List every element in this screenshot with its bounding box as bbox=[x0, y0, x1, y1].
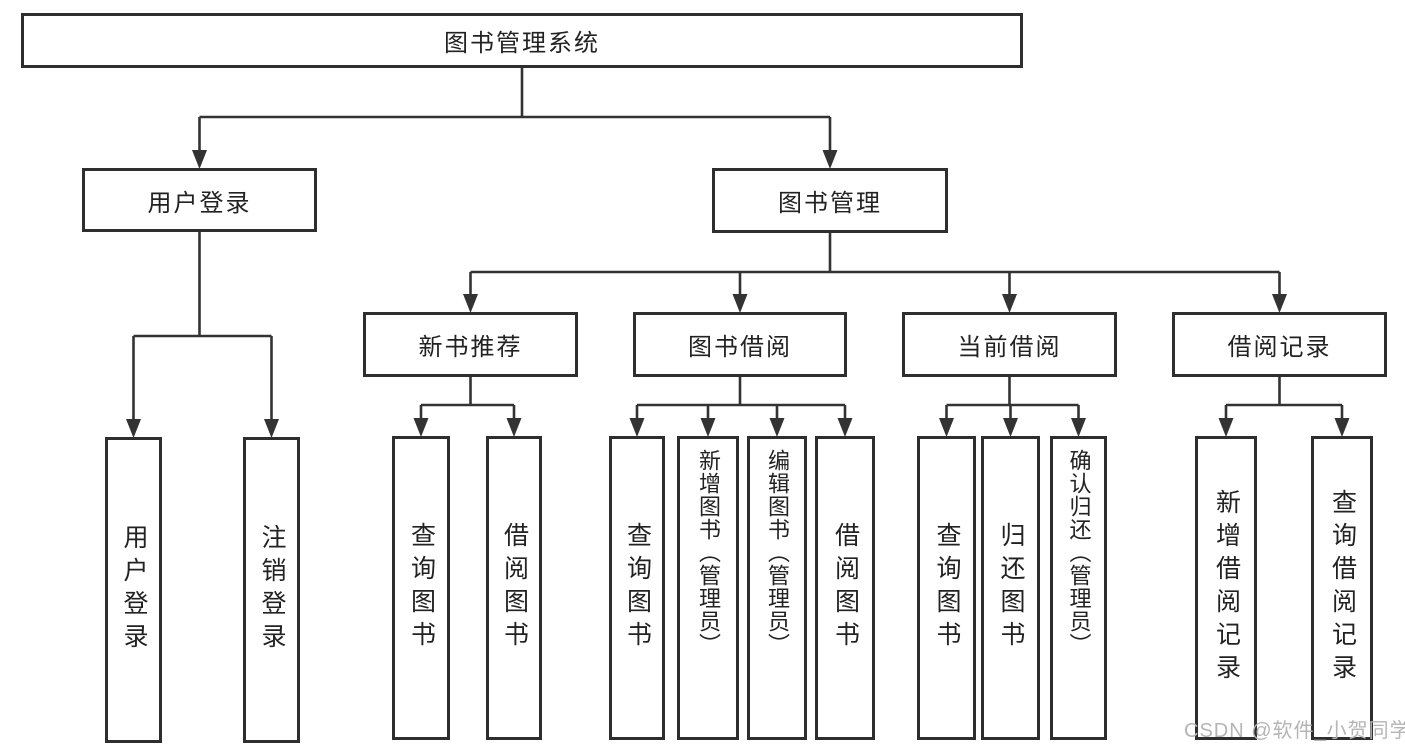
leaf-borrowing-add-books-admin: 新增图书（管理员） bbox=[677, 436, 739, 740]
leaf-user-login: 用户登录 bbox=[105, 437, 162, 743]
node-book-management: 图书管理 bbox=[712, 168, 948, 233]
arrowheads bbox=[126, 150, 1350, 438]
connector-paths bbox=[132, 68, 1344, 420]
leaf-current-return-books: 归还图书 bbox=[981, 436, 1040, 740]
node-user-login: 用户登录 bbox=[82, 168, 317, 232]
leaf-records-query-record: 查询借阅记录 bbox=[1311, 436, 1373, 740]
node-current-borrowing: 当前借阅 bbox=[902, 312, 1117, 377]
leaf-borrowing-edit-books-admin: 编辑图书（管理员） bbox=[747, 436, 807, 740]
leaf-borrowing-borrow-books: 借阅图书 bbox=[815, 436, 875, 740]
leaf-recommend-query-books: 查询图书 bbox=[392, 436, 450, 740]
leaf-recommend-borrow-books: 借阅图书 bbox=[486, 436, 542, 740]
node-borrowing-records: 借阅记录 bbox=[1172, 312, 1387, 377]
leaf-current-query-books: 查询图书 bbox=[917, 436, 976, 740]
leaf-borrowing-query-books: 查询图书 bbox=[609, 436, 665, 740]
leaf-logout: 注销登录 bbox=[243, 437, 300, 743]
node-new-book-recommend: 新书推荐 bbox=[363, 312, 578, 377]
node-library-system: 图书管理系统 bbox=[21, 13, 1023, 68]
leaf-current-confirm-return-admin: 确认归还（管理员） bbox=[1050, 436, 1107, 740]
node-book-borrowing: 图书借阅 bbox=[633, 312, 847, 377]
csdn-watermark: CSDN @软件_小贺同学 bbox=[1184, 720, 1405, 742]
leaf-records-add-record: 新增借阅记录 bbox=[1195, 436, 1257, 740]
